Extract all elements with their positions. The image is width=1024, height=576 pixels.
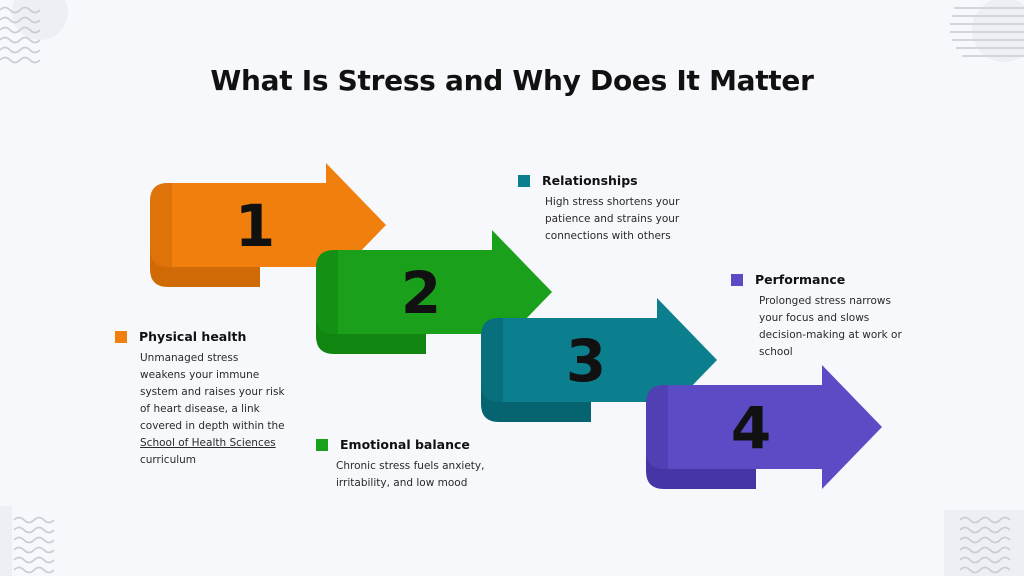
performance-text: Prolonged stress narrows your focus and …: [759, 295, 902, 358]
step-arrow-edge: [316, 250, 338, 352]
relationships-block: Relationships High stress shortens your …: [518, 173, 688, 245]
physical-health-text: Unmanaged stress weakens your immune sys…: [140, 352, 285, 466]
emotional-balance-block: Emotional balance Chronic stress fuels a…: [316, 437, 506, 492]
physical-health-block: Physical health Unmanaged stress weakens…: [115, 329, 285, 469]
wave-pattern-bottom-left: [0, 506, 55, 576]
relationships-marker: [518, 174, 530, 187]
school-of-health-sciences-link[interactable]: School of Health Sciences: [140, 437, 276, 449]
emotional-balance-marker: [316, 438, 328, 451]
performance-block: Performance Prolonged stress narrows you…: [731, 272, 911, 361]
step-arrow-edge: [150, 183, 172, 285]
wave-pattern-top-left: [0, 0, 68, 64]
emotional-balance-heading: Emotional balance: [340, 437, 470, 452]
step-number-3: 3: [566, 327, 606, 395]
step-number-4: 4: [731, 394, 771, 462]
step-arrow-4: 4: [646, 365, 882, 489]
step-arrow-body: [646, 365, 882, 489]
performance-marker: [731, 273, 743, 286]
emotional-balance-text: Chronic stress fuels anxiety, irritabili…: [336, 460, 485, 489]
page-title: What Is Stress and Why Does It Matter: [210, 64, 814, 97]
performance-heading: Performance: [755, 272, 846, 287]
relationships-text: High stress shortens your patience and s…: [545, 196, 680, 242]
step-arrow-edge: [481, 318, 503, 420]
physical-health-heading: Physical health: [139, 329, 247, 344]
relationships-heading: Relationships: [542, 173, 638, 188]
physical-health-marker: [115, 330, 127, 343]
step-number-2: 2: [401, 259, 441, 327]
stripe-pattern-top-right: [950, 0, 1024, 62]
wave-pattern-bottom-right: [944, 510, 1024, 576]
step-number-1: 1: [235, 192, 275, 260]
step-arrow-edge: [646, 385, 668, 487]
